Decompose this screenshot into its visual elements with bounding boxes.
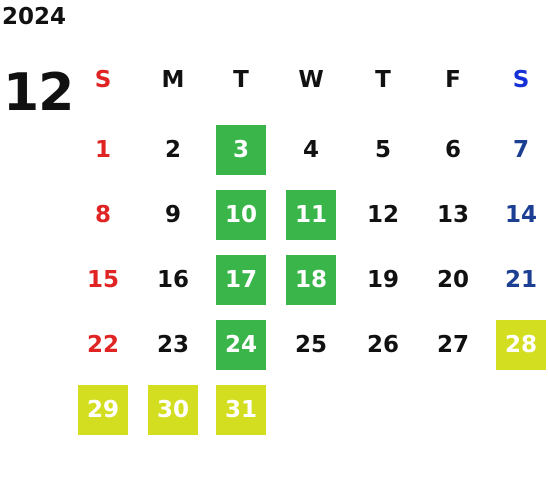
day-12[interactable]: 12 <box>366 202 399 228</box>
day-15[interactable]: 15 <box>86 267 119 293</box>
day-11[interactable]: 11 <box>286 190 336 240</box>
day-20[interactable]: 20 <box>436 267 469 293</box>
day-13[interactable]: 13 <box>436 202 469 228</box>
day-19[interactable]: 19 <box>366 267 399 293</box>
month-number: 12 <box>3 63 74 123</box>
day-28[interactable]: 28 <box>496 320 546 370</box>
day-23[interactable]: 23 <box>156 332 189 358</box>
day-21[interactable]: 21 <box>504 267 537 293</box>
day-2[interactable]: 2 <box>164 137 181 163</box>
weekday-header-mon: M <box>161 67 185 93</box>
day-9[interactable]: 9 <box>164 202 181 228</box>
day-25[interactable]: 25 <box>294 332 327 358</box>
day-31[interactable]: 31 <box>216 385 266 435</box>
day-3[interactable]: 3 <box>216 125 266 175</box>
weekday-header-thu: T <box>375 67 391 93</box>
day-5[interactable]: 5 <box>374 137 391 163</box>
day-10[interactable]: 10 <box>216 190 266 240</box>
day-1[interactable]: 1 <box>94 137 111 163</box>
year-label: 2024 <box>2 4 67 30</box>
day-18[interactable]: 18 <box>286 255 336 305</box>
weekday-header-sat: S <box>512 67 530 93</box>
day-6[interactable]: 6 <box>444 137 461 163</box>
weekday-header-wed: W <box>298 67 324 93</box>
day-29[interactable]: 29 <box>78 385 128 435</box>
weekday-header-fri: F <box>445 67 461 93</box>
day-16[interactable]: 16 <box>156 267 189 293</box>
day-27[interactable]: 27 <box>436 332 469 358</box>
day-14[interactable]: 14 <box>504 202 537 228</box>
day-30[interactable]: 30 <box>148 385 198 435</box>
day-7[interactable]: 7 <box>512 137 529 163</box>
day-4[interactable]: 4 <box>302 137 319 163</box>
day-22[interactable]: 22 <box>86 332 119 358</box>
weekday-header-sun: S <box>94 67 112 93</box>
day-8[interactable]: 8 <box>94 202 111 228</box>
day-17[interactable]: 17 <box>216 255 266 305</box>
day-24[interactable]: 24 <box>216 320 266 370</box>
weekday-header-tue: T <box>233 67 249 93</box>
day-26[interactable]: 26 <box>366 332 399 358</box>
